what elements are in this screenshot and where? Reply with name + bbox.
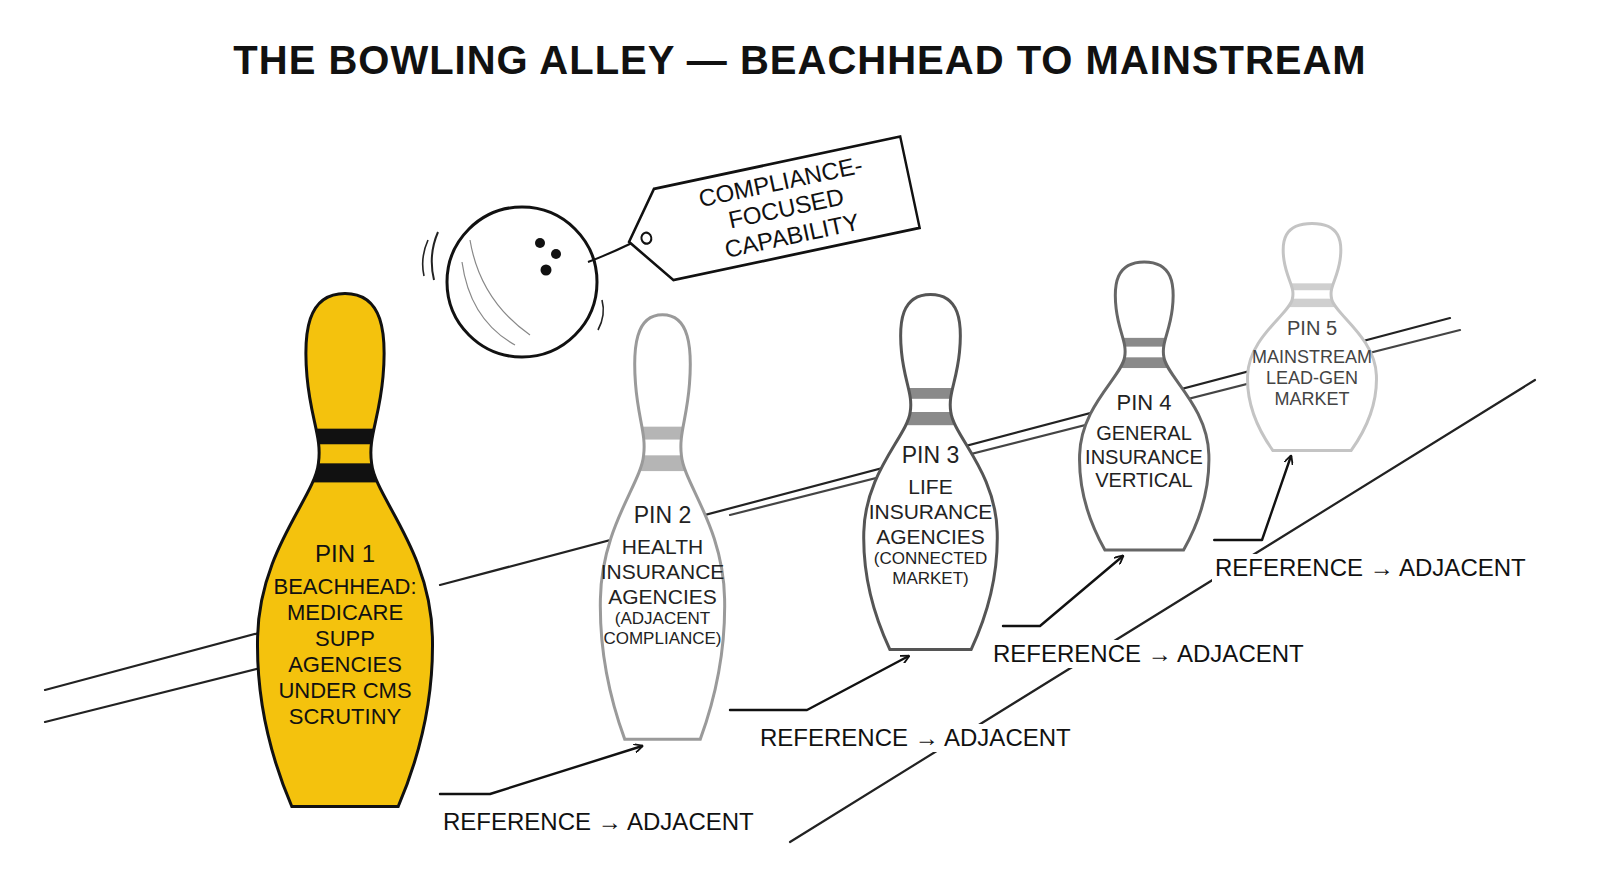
pin-stripe [250, 463, 440, 482]
edge-label: REFERENCE → ADJACENT [1212, 554, 1529, 582]
pin-label: BEACHHEAD: MEDICARE SUPP AGENCIES UNDER … [256, 574, 434, 730]
edge-label: REFERENCE → ADJACENT [440, 808, 757, 836]
finger-hole [541, 265, 552, 276]
pin-stripe [1074, 338, 1214, 347]
bowling-pin: PIN 4 GENERAL INSURANCE VERTICAL [1074, 260, 1214, 552]
pin-number: PIN 5 [1248, 317, 1376, 341]
finger-hole [551, 249, 561, 259]
pin-body [1248, 224, 1377, 451]
capability-tag: COMPLIANCE-FOCUSED CAPABILITY [615, 132, 924, 291]
pin-stripe [595, 427, 730, 440]
pin-stripe [595, 455, 730, 471]
pin-label: (CONNECTED MARKET) [867, 549, 995, 589]
pin-stripe [250, 429, 440, 445]
bowling-pin: PIN 2 HEALTH INSURANCE AGENCIES(ADJACENT … [595, 312, 730, 742]
tag-text: COMPLIANCE-FOCUSED CAPABILITY [615, 132, 924, 291]
pin-stripe [1242, 283, 1382, 290]
edge-arrow [440, 746, 642, 794]
pin-text: PIN 5 MAINSTREAM LEAD-GEN MARKET [1248, 222, 1376, 410]
pin-number: PIN 1 [256, 540, 434, 568]
edge-arrow [1214, 456, 1291, 540]
pin-stripe [1074, 357, 1214, 368]
pin-stripes [1242, 283, 1382, 307]
ball-shading [462, 262, 515, 345]
pin-label: MAINSTREAM LEAD-GEN MARKET [1248, 347, 1376, 411]
tag-shape [619, 137, 919, 288]
diagram-title: THE BOWLING ALLEY — BEACHHEAD TO MAINSTR… [0, 38, 1600, 83]
motion-line [432, 232, 438, 280]
edge-label: REFERENCE → ADJACENT [757, 724, 1074, 752]
pin-border [1079, 262, 1208, 550]
pin-label: GENERAL INSURANCE VERTICAL [1085, 422, 1203, 493]
bowling-pin: PIN 3 LIFE INSURANCE AGENCIES(CONNECTED M… [858, 292, 1003, 652]
pin-stripes [250, 429, 440, 483]
pin-body [864, 294, 998, 649]
pin-stripes [595, 427, 730, 471]
pin-stripes [1074, 338, 1214, 368]
finger-hole [535, 238, 545, 248]
pin-text: PIN 3 LIFE INSURANCE AGENCIES(CONNECTED M… [867, 292, 995, 590]
pin-stripes [858, 388, 1003, 425]
edge-label: REFERENCE → ADJACENT [990, 640, 1307, 668]
pin-label: HEALTH INSURANCE AGENCIES [599, 535, 727, 609]
pin-border [1248, 224, 1377, 451]
pin-text: PIN 1 BEACHHEAD: MEDICARE SUPP AGENCIES U… [256, 290, 434, 730]
bowling-ball [423, 207, 655, 357]
pin-label: LIFE INSURANCE AGENCIES [867, 475, 995, 549]
tag-hole [640, 232, 652, 245]
pin-stripe [858, 388, 1003, 399]
pin-text: PIN 2 HEALTH INSURANCE AGENCIES(ADJACENT … [599, 312, 727, 650]
ball-shading [470, 240, 530, 335]
motion-line [598, 300, 603, 330]
pin-stripe [858, 412, 1003, 425]
pin-text: PIN 4 GENERAL INSURANCE VERTICAL [1085, 260, 1203, 493]
pin-label: (ADJACENT COMPLIANCE) [599, 609, 727, 649]
pin-border [864, 294, 998, 649]
pin-number: PIN 4 [1085, 390, 1203, 416]
bowling-pin: PIN 1 BEACHHEAD: MEDICARE SUPP AGENCIES U… [250, 290, 440, 810]
edge-arrow [730, 656, 909, 710]
pin-number: PIN 3 [867, 442, 995, 469]
pin-outline [858, 292, 1003, 652]
pin-number: PIN 2 [599, 502, 727, 529]
tag-label: COMPLIANCE-FOCUSED CAPABILITY [660, 143, 913, 274]
bowling-pin: PIN 5 MAINSTREAM LEAD-GEN MARKET [1242, 222, 1382, 452]
pin-stripe [1242, 299, 1382, 307]
ball-outline [447, 207, 597, 357]
pin-body [1079, 262, 1208, 550]
motion-line [423, 240, 428, 276]
edge-arrow [1003, 556, 1123, 626]
